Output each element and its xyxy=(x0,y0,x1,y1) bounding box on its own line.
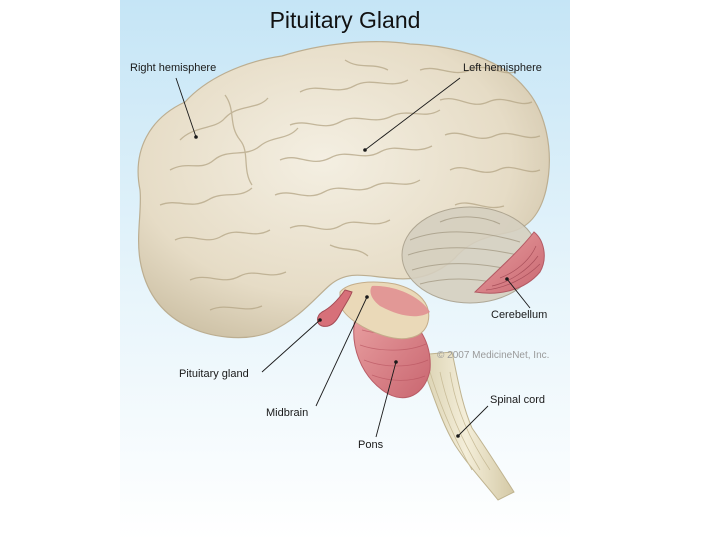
pituitary-gland-shape xyxy=(317,289,353,327)
label-left-hemisphere: Left hemisphere xyxy=(463,62,542,74)
label-midbrain: Midbrain xyxy=(266,407,309,419)
leader-right-hemisphere xyxy=(175,77,197,138)
leader-pituitary-gland xyxy=(261,319,321,373)
leader-dots xyxy=(194,135,509,438)
spinal-cord-fibers xyxy=(429,371,491,471)
copyright-notice: © 2007 MedicineNet, Inc. xyxy=(437,350,550,361)
leader-pons xyxy=(375,361,397,438)
leader-left-hemisphere xyxy=(364,77,461,151)
label-cerebellum: Cerebellum xyxy=(491,309,548,321)
leader-spinal-cord xyxy=(457,405,489,437)
cerebellum-red-folia xyxy=(485,245,541,291)
label-spinal-cord: Spinal cord xyxy=(490,394,546,406)
leader-lines xyxy=(175,77,531,438)
label-right-hemisphere: Right hemisphere xyxy=(130,62,217,74)
diagram-title: Pituitary Gland xyxy=(269,7,421,33)
leader-midbrain xyxy=(315,296,368,407)
label-pituitary-gland: Pituitary gland xyxy=(179,368,249,380)
label-pons: Pons xyxy=(358,439,384,451)
gyri-pattern xyxy=(159,59,541,311)
cerebellum-red xyxy=(473,231,545,294)
leader-cerebellum xyxy=(506,278,531,309)
midbrain-red-band xyxy=(370,285,430,317)
